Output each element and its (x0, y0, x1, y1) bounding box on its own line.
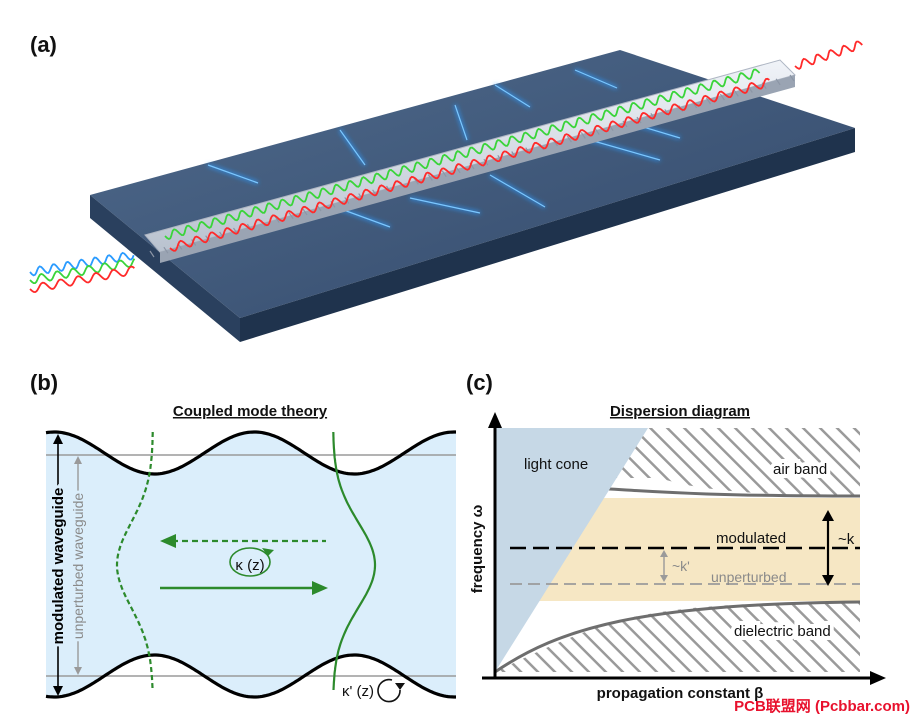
outer-dim-arrow-top-icon (53, 434, 63, 444)
coupling-loop-icon (229, 547, 271, 577)
panel-b-label: (b) (30, 370, 58, 395)
light-cone-label: light cone (524, 456, 588, 473)
panel-c-label: (c) (466, 370, 493, 395)
waveguide-teeth (149, 74, 795, 258)
k-arrow-top-icon (822, 510, 834, 521)
k-prime-arrow-top-icon (660, 550, 668, 557)
forward-mode-profile (332, 431, 377, 691)
air-band-region (600, 428, 860, 496)
modulated-waveguide-diagram: κ (z) κ' (z) modulated waveguide unpertu… (45, 430, 456, 703)
forward-arrow-head (312, 581, 328, 595)
watermark: PCB联盟网 (Pcbbar.com) (734, 698, 910, 715)
output-wave-red (794, 40, 863, 70)
slab-left-face (90, 195, 240, 342)
inner-dim-arrow-top-icon (74, 456, 82, 464)
k-prime-arrow-bottom-icon (660, 575, 668, 582)
modulated-top-boundary (45, 430, 456, 476)
panel-c-title: Dispersion diagram (610, 403, 750, 420)
inner-dim-arrow-bottom-icon (74, 667, 82, 675)
panel-b-title: Coupled mode theory (173, 403, 328, 420)
unperturbed-label: unperturbed (711, 569, 787, 585)
guided-wave-green (164, 68, 761, 241)
modulated-bottom-boundary (45, 653, 456, 699)
guided-wave-red (169, 77, 770, 252)
dielectric-band-label: dielectric band (734, 623, 831, 640)
unperturbed-waveguide-label: unperturbed waveguide (70, 493, 86, 640)
y-axis-label: frequency ω (469, 504, 486, 593)
backward-arrow-head (160, 534, 176, 548)
dispersion-diagram: ~k ~k' light cone air band modulated unp… (469, 412, 886, 702)
y-axis-arrow-icon (488, 412, 502, 428)
air-band-label: air band (773, 461, 827, 478)
input-wave-green (29, 258, 136, 284)
x-axis-arrow-icon (870, 671, 886, 685)
input-wave-red (29, 265, 135, 294)
guide-fill (46, 432, 456, 697)
k-label: ~k (838, 531, 855, 548)
x-axis-label: propagation constant β (597, 685, 764, 702)
outer-dim-arrow-bottom-icon (53, 686, 63, 696)
modulated-label: modulated (716, 530, 786, 547)
dielectric-band-edge (494, 600, 861, 674)
coupling-prime-arrow-icon (395, 683, 405, 690)
coupling-prime-label: κ' (z) (342, 683, 374, 700)
light-cone-region (495, 428, 648, 672)
input-wave-blue (29, 251, 135, 277)
dielectric-band-region (495, 602, 860, 672)
backward-mode-profile (115, 432, 154, 690)
modulated-waveguide-label: modulated waveguide (50, 488, 67, 645)
coupling-label: κ (z) (235, 557, 264, 574)
coupling-loop-arrow-icon (262, 548, 274, 556)
k-prime-label: ~k' (672, 558, 690, 574)
slab-front-face (240, 128, 855, 342)
coupling-prime-loop-icon (377, 678, 401, 703)
panel-a-label: (a) (30, 32, 57, 57)
k-arrow-bottom-icon (822, 575, 834, 586)
guided-waves (29, 40, 863, 294)
